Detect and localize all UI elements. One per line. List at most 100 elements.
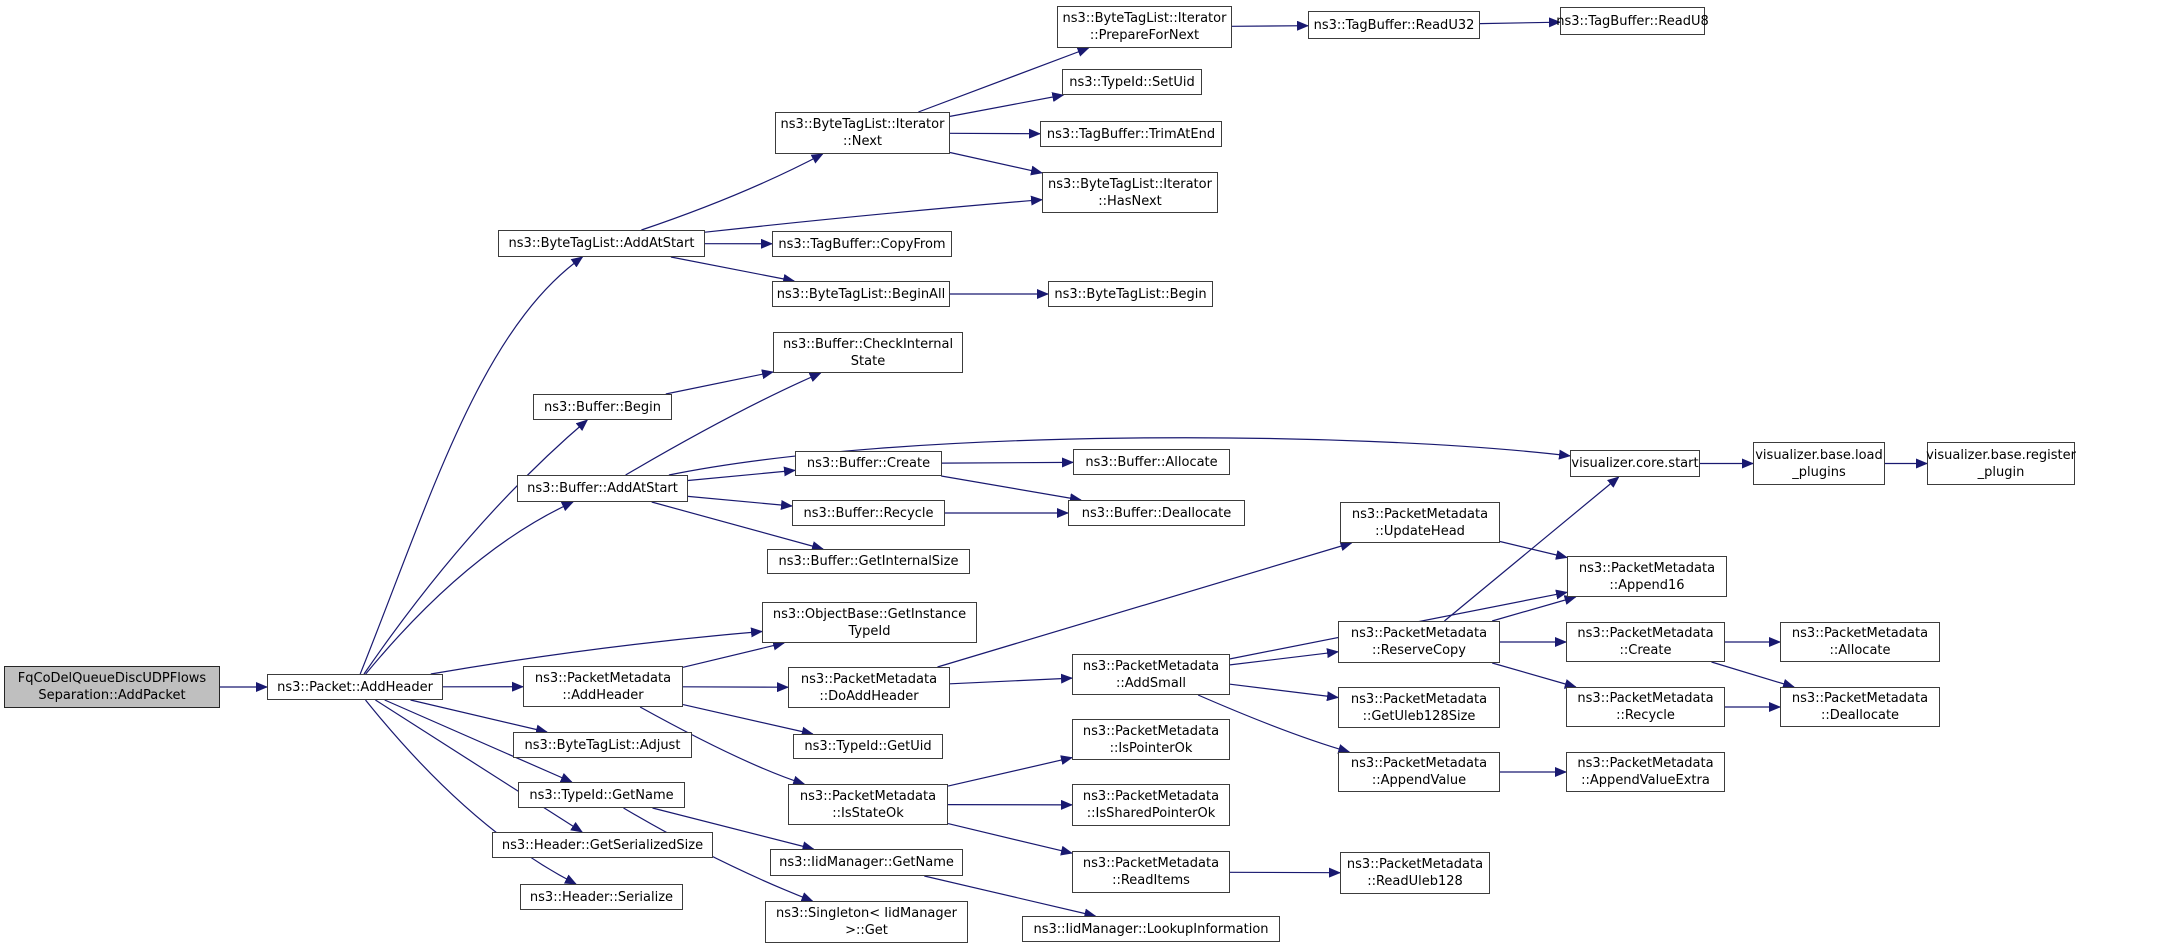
graph-node-pm-ispointerok[interactable]: ns3::PacketMetadata::IsPointerOk [1072, 719, 1230, 760]
graph-node-buffer-deallocate[interactable]: ns3::Buffer::Deallocate [1068, 500, 1245, 526]
graph-node-pm-getuleb128size[interactable]: ns3::PacketMetadata::GetUleb128Size [1338, 687, 1500, 728]
graph-node-label: ns3::PacketMetadata [1346, 857, 1484, 872]
graph-node-btl-addatstart[interactable]: ns3::ByteTagList::AddAtStart [498, 230, 705, 257]
graph-node-btl-it-preparefornext[interactable]: ns3::ByteTagList::Iterator::PrepareForNe… [1057, 6, 1232, 48]
call-edge-packet-addheader--btl-adjust [410, 699, 548, 735]
graph-node-iidmanager-lookupinformation[interactable]: ns3::IidManager::LookupInformation [1022, 916, 1280, 942]
graph-node-label: ns3::PacketMetadata [1350, 691, 1488, 707]
graph-node-pm-recycle[interactable]: ns3::PacketMetadata::Recycle [1566, 687, 1725, 727]
call-edge-pm-doaddheader--pm-addsmall [949, 673, 1073, 685]
graph-node-label: ::ReserveCopy [1372, 643, 1466, 658]
graph-node-pm-deallocate[interactable]: ns3::PacketMetadata::Deallocate [1780, 687, 1940, 727]
graph-node-pm-issharedpointerok[interactable]: ns3::PacketMetadata::IsSharedPointerOk [1072, 784, 1230, 826]
graph-node-pm-updatehead[interactable]: ns3::PacketMetadata::UpdateHead [1340, 502, 1500, 543]
graph-node-label: ns3::PacketMetadata [800, 671, 938, 687]
graph-node-header-getserializedsize[interactable]: ns3::Header::GetSerializedSize [492, 832, 713, 858]
call-edge-packet-addheader--objectbase-getinstancetypeid [430, 627, 763, 675]
graph-node-pm-readuleb128[interactable]: ns3::PacketMetadata::ReadUleb128 [1340, 852, 1490, 894]
graph-node-label: _plugins [1792, 464, 1846, 480]
graph-node-buffer-allocate[interactable]: ns3::Buffer::Allocate [1073, 449, 1230, 475]
graph-node-iidmanager-getname[interactable]: ns3::IidManager::GetName [770, 849, 963, 876]
graph-node-tagbuffer-readu32[interactable]: ns3::TagBuffer::ReadU32 [1308, 11, 1480, 39]
graph-node-visualizer-core-start[interactable]: visualizer.core.start [1570, 450, 1700, 477]
graph-node-label: ::Recycle [1616, 708, 1675, 723]
graph-node-btl-adjust[interactable]: ns3::ByteTagList::Adjust [513, 732, 692, 758]
graph-node-label: ns3::Buffer::Recycle [803, 505, 934, 521]
call-edge-buffer-addatstart--buffer-create [687, 466, 796, 482]
graph-node-pm-doaddheader[interactable]: ns3::PacketMetadata::DoAddHeader [788, 667, 950, 708]
graph-node-label: ns3::Buffer::AddAtStart [527, 481, 678, 496]
graph-node-pm-addsmall[interactable]: ns3::PacketMetadata::AddSmall [1072, 654, 1230, 695]
graph-node-typeid-setuid[interactable]: ns3::TypeId::SetUid [1062, 69, 1202, 95]
graph-node-tagbuffer-trimatend[interactable]: ns3::TagBuffer::TrimAtEnd [1040, 121, 1222, 147]
graph-node-label: ns3::ByteTagList::Adjust [524, 737, 681, 753]
call-edge-pm-updatehead--pm-append16 [1499, 540, 1568, 560]
graph-node-label: ns3::PacketMetadata [1578, 560, 1716, 576]
call-edge-btl-it-next--typeid-setuid [949, 92, 1065, 117]
graph-node-label: ::UpdateHead [1375, 523, 1465, 539]
graph-node-header-serialize[interactable]: ns3::Header::Serialize [520, 884, 683, 910]
graph-node-tagbuffer-copyfrom[interactable]: ns3::TagBuffer::CopyFrom [772, 231, 952, 257]
graph-node-label: visualizer.base.register [1926, 447, 2076, 463]
graph-node-label: ns3::TagBuffer::CopyFrom [778, 236, 946, 252]
call-edge-pm-isstateok--pm-ispointerok [947, 755, 1073, 787]
graph-node-label: TypeId [848, 623, 891, 639]
graph-node-vis-register-plugin[interactable]: visualizer.base.register_plugin [1926, 442, 2076, 485]
graph-node-vis-load-plugins[interactable]: visualizer.base.load_plugins [1753, 442, 1885, 485]
graph-node-btl-it-hasnext[interactable]: ns3::ByteTagList::Iterator::HasNext [1042, 172, 1218, 213]
graph-node-pm-addheader[interactable]: ns3::PacketMetadata::AddHeader [523, 666, 683, 707]
graph-node-label: ns3::TagBuffer::ReadU32 [1313, 17, 1475, 33]
graph-node-label: ::PrepareForNext [1089, 28, 1200, 43]
graph-node-label: ns3::PacketMetadata [1577, 691, 1714, 706]
graph-node-label: ::IsSharedPointerOk [1086, 806, 1216, 821]
graph-node-typeid-getname[interactable]: ns3::TypeId::GetName [518, 782, 685, 808]
graph-node-pm-isstateok[interactable]: ns3::PacketMetadata::IsStateOk [788, 784, 948, 825]
graph-node-btl-it-next[interactable]: ns3::ByteTagList::Iterator::Next [775, 112, 950, 154]
graph-node-packet-addheader[interactable]: ns3::Packet::AddHeader [267, 674, 443, 700]
graph-node-label: >::Get [845, 923, 888, 938]
graph-node-buffer-begin[interactable]: ns3::Buffer::Begin [533, 394, 672, 420]
graph-node-label: ns3::PacketMetadata [1350, 756, 1488, 771]
graph-node-label: ns3::IidManager::LookupInformation [1033, 921, 1269, 937]
graph-node-label: ns3::PacketMetadata [1350, 626, 1488, 641]
graph-node-pm-create[interactable]: ns3::PacketMetadata::Create [1566, 622, 1725, 662]
call-edge-pm-reservecopy--visualizer-core-start [1444, 476, 1620, 622]
graph-node-label: _plugin [1977, 464, 2025, 480]
graph-node-label: ::AppendValue [1371, 773, 1467, 788]
graph-node-typeid-getuid[interactable]: ns3::TypeId::GetUid [793, 734, 943, 759]
graph-node-label: ns3::Buffer::Begin [543, 399, 662, 415]
call-edge-pm-doaddheader--pm-updatehead [937, 541, 1353, 668]
graph-node-label: ns3::ByteTagList::Iterator [780, 117, 945, 132]
graph-node-pm-readitems[interactable]: ns3::PacketMetadata::ReadItems [1072, 851, 1230, 893]
graph-node-btl-begin[interactable]: ns3::ByteTagList::Begin [1048, 281, 1213, 307]
graph-node-buffer-getinternalsize[interactable]: ns3::Buffer::GetInternalSize [767, 549, 970, 574]
call-edge-tagbuffer-readu32--tagbuffer-readu8 [1479, 17, 1561, 28]
call-edge-buffer-addatstart--buffer-getinternalsize [651, 501, 824, 551]
graph-node-label: State [850, 353, 886, 369]
call-edge-buffer-addatstart--buffer-checkinternalstate [625, 372, 822, 476]
graph-node-pm-appendvalue[interactable]: ns3::PacketMetadata::AppendValue [1338, 752, 1500, 792]
graph-node-label: ns3::ByteTagList::Iterator [1062, 11, 1227, 26]
call-edge-btl-addatstart--btl-it-hasnext [704, 195, 1043, 233]
graph-node-buffer-create[interactable]: ns3::Buffer::Create [795, 451, 942, 476]
graph-node-tagbuffer-readu8[interactable]: ns3::TagBuffer::ReadU8 [1556, 7, 1709, 35]
graph-node-pm-allocate[interactable]: ns3::PacketMetadata::Allocate [1780, 622, 1940, 662]
graph-node-btl-beginall[interactable]: ns3::ByteTagList::BeginAll [772, 281, 950, 307]
call-edge-typeid-getname--iidmanager-getname [652, 807, 815, 852]
graph-node-singleton-get[interactable]: ns3::Singleton< IidManager>::Get [765, 901, 968, 943]
call-edge-buffer-addatstart--buffer-recycle [687, 495, 793, 510]
graph-node-pm-reservecopy[interactable]: ns3::PacketMetadata::ReserveCopy [1338, 621, 1500, 663]
graph-node-label: ns3::PacketMetadata [1082, 856, 1220, 871]
graph-node-label: ns3::Packet::AddHeader [277, 679, 433, 695]
graph-node-buffer-addatstart[interactable]: ns3::Buffer::AddAtStart [517, 475, 688, 502]
graph-node-buffer-recycle[interactable]: ns3::Buffer::Recycle [792, 500, 945, 526]
graph-node-label: ns3::Buffer::GetInternalSize [778, 554, 959, 569]
graph-node-pm-appendvalueextra[interactable]: ns3::PacketMetadata::AppendValueExtra [1566, 752, 1725, 792]
call-edge-buffer-create--buffer-allocate [941, 457, 1074, 468]
graph-node-pm-append16[interactable]: ns3::PacketMetadata::Append16 [1567, 556, 1727, 597]
graph-node-label: ns3::Header::GetSerializedSize [501, 837, 704, 853]
